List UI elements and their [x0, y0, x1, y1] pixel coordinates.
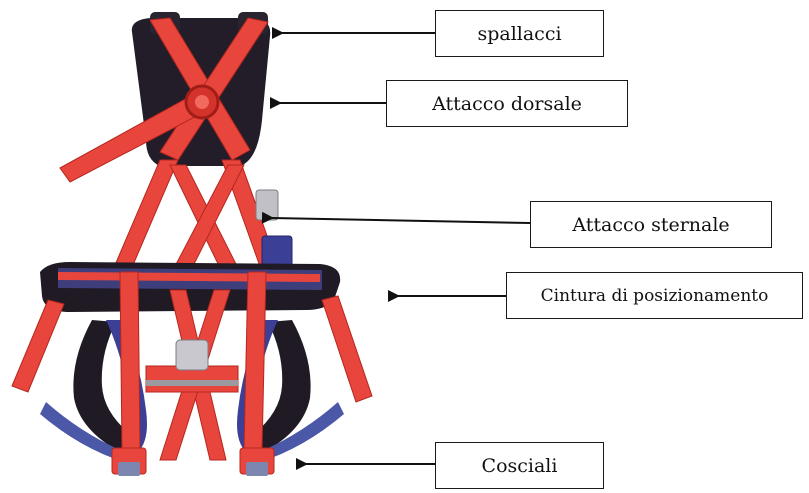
label-attacco-sternale-text: Attacco sternale — [572, 214, 729, 236]
arrow-sternale — [272, 218, 530, 223]
label-spallacci-text: spallacci — [477, 23, 561, 45]
leg-buckles — [112, 448, 274, 476]
label-attacco-dorsale: Attacco dorsale — [386, 80, 628, 127]
label-cintura-posizionamento-text: Cintura di posizionamento — [541, 286, 769, 306]
label-attacco-sternale: Attacco sternale — [530, 201, 772, 248]
front-straps — [112, 160, 280, 272]
label-cosciali: Cosciali — [435, 442, 604, 489]
label-spallacci: spallacci — [435, 10, 604, 57]
positioning-belt — [40, 262, 340, 312]
label-cosciali-text: Cosciali — [482, 455, 558, 477]
label-attacco-dorsale-text: Attacco dorsale — [432, 93, 582, 115]
label-cintura-posizionamento: Cintura di posizionamento — [506, 272, 803, 319]
